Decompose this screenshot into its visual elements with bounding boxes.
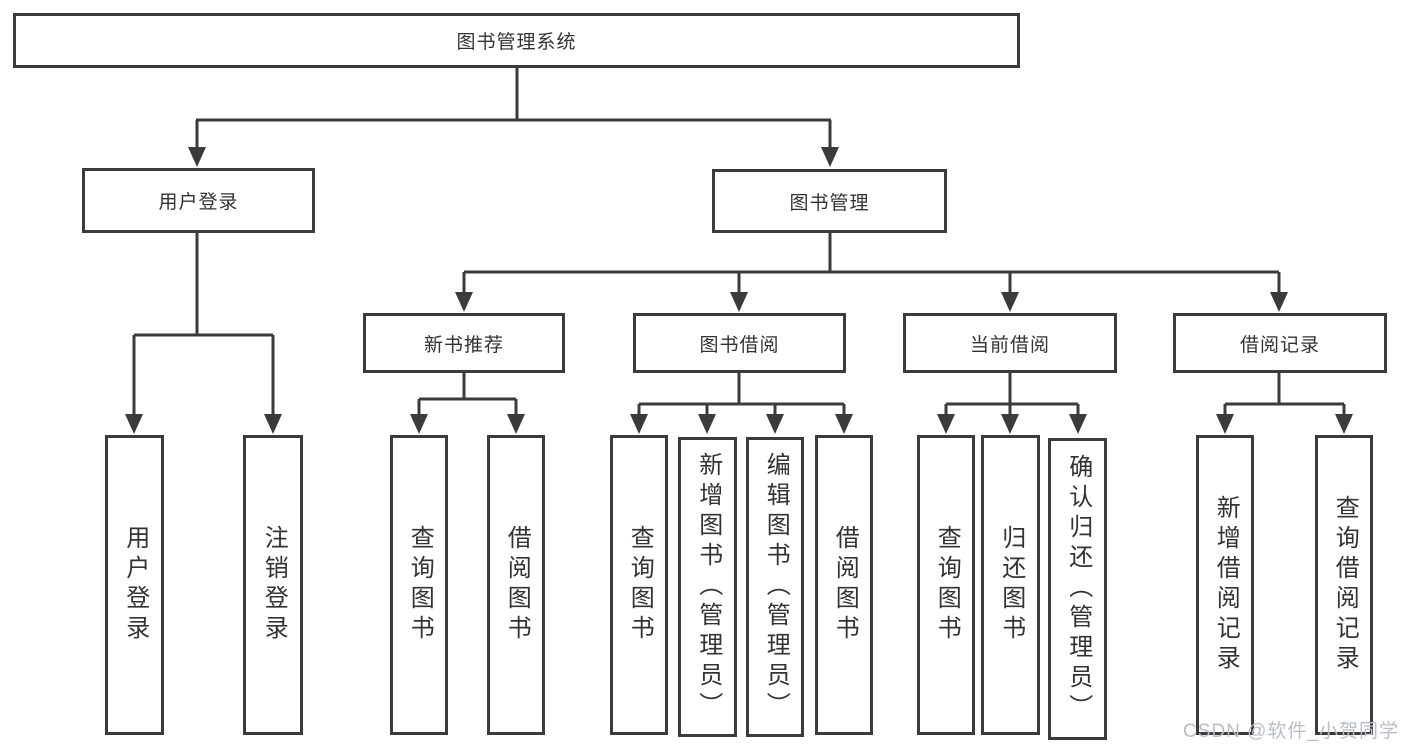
leaf-query-books-recommend: 查询图书 [390, 435, 448, 735]
node-root: 图书管理系统 [13, 13, 1020, 68]
node-current-borrowing: 当前借阅 [903, 313, 1117, 373]
node-label: 图书借阅 [699, 334, 780, 356]
leaf-borrow-books-recommend: 借阅图书 [487, 435, 545, 735]
node-label: 注销登录 [260, 525, 288, 645]
node-label: 新增图书（管理员） [694, 452, 722, 722]
node-label: 查询图书 [626, 525, 654, 645]
node-label: 当前借阅 [969, 334, 1050, 356]
node-label: 查询图书 [406, 525, 434, 645]
leaf-edit-books-admin: 编辑图书（管理员） [746, 437, 804, 737]
leaf-logout: 注销登录 [243, 435, 303, 735]
leaf-borrow-books: 借阅图书 [815, 435, 873, 735]
node-user-login: 用户登录 [82, 168, 315, 233]
leaf-add-borrow-record: 新增借阅记录 [1196, 435, 1254, 735]
node-label: 编辑图书（管理员） [762, 452, 790, 722]
node-label: 用户登录 [158, 192, 239, 213]
node-label: 新书推荐 [423, 334, 504, 356]
leaf-user-login: 用户登录 [105, 435, 164, 735]
node-label: 用户登录 [121, 525, 149, 645]
node-label: 新增借阅记录 [1212, 495, 1240, 675]
node-label: 借阅图书 [503, 525, 531, 645]
node-label: 借阅图书 [831, 525, 859, 645]
leaf-return-books: 归还图书 [981, 435, 1040, 735]
node-book-management: 图书管理 [712, 169, 947, 233]
leaf-query-books-borrow: 查询图书 [610, 435, 668, 735]
node-new-book-recommend: 新书推荐 [363, 313, 565, 373]
node-label: 借阅记录 [1239, 334, 1320, 356]
leaf-query-borrow-record: 查询借阅记录 [1315, 435, 1373, 735]
leaf-confirm-return-admin: 确认归还（管理员） [1048, 438, 1107, 740]
leaf-add-books-admin: 新增图书（管理员） [678, 437, 737, 737]
node-label: 图书管理 [789, 192, 870, 214]
leaf-query-books-current: 查询图书 [917, 435, 975, 735]
node-label: 图书管理系统 [456, 32, 577, 53]
watermark: CSDN @软件_小贺同学 [1183, 721, 1399, 742]
node-book-borrowing: 图书借阅 [633, 313, 846, 373]
node-label: 确认归还（管理员） [1064, 454, 1092, 724]
node-label: 查询图书 [933, 525, 961, 645]
node-borrowing-records: 借阅记录 [1173, 313, 1387, 373]
node-label: 归还图书 [997, 525, 1025, 645]
node-label: 查询借阅记录 [1331, 495, 1359, 675]
